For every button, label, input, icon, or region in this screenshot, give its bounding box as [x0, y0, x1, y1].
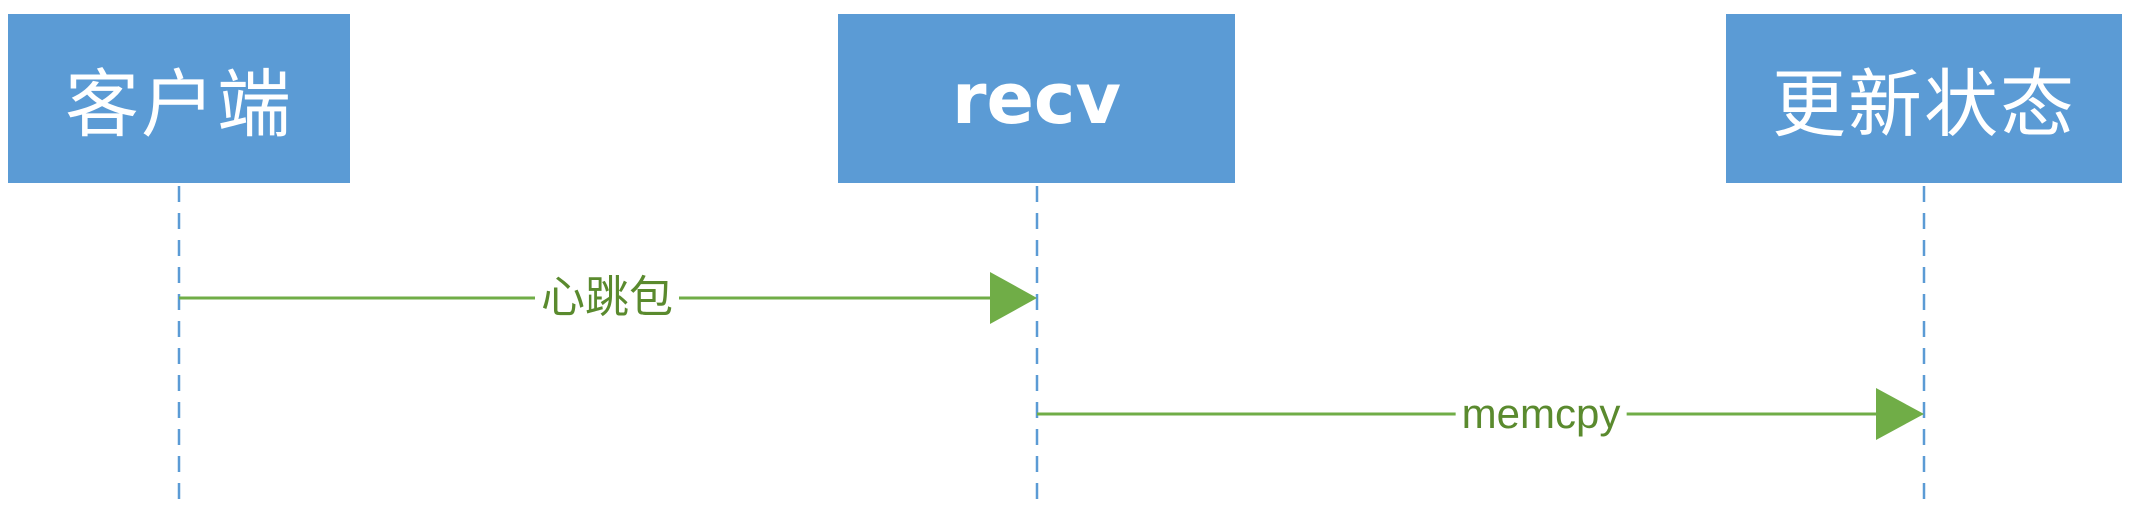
message-label-memcpy: memcpy	[1455, 388, 1627, 440]
participant-update-box: 更新状态	[1726, 14, 2122, 183]
participant-recv-box: recv	[838, 14, 1235, 183]
participant-update-label: 更新状态	[1772, 62, 2076, 148]
participant-client-label: 客户端	[65, 62, 293, 148]
participant-recv-label: recv	[951, 57, 1122, 140]
participant-client-box: 客户端	[8, 14, 350, 183]
message-label-heartbeat: 心跳包	[535, 272, 679, 324]
arrowhead-heartbeat	[990, 272, 1037, 324]
arrowhead-memcpy	[1876, 388, 1924, 440]
